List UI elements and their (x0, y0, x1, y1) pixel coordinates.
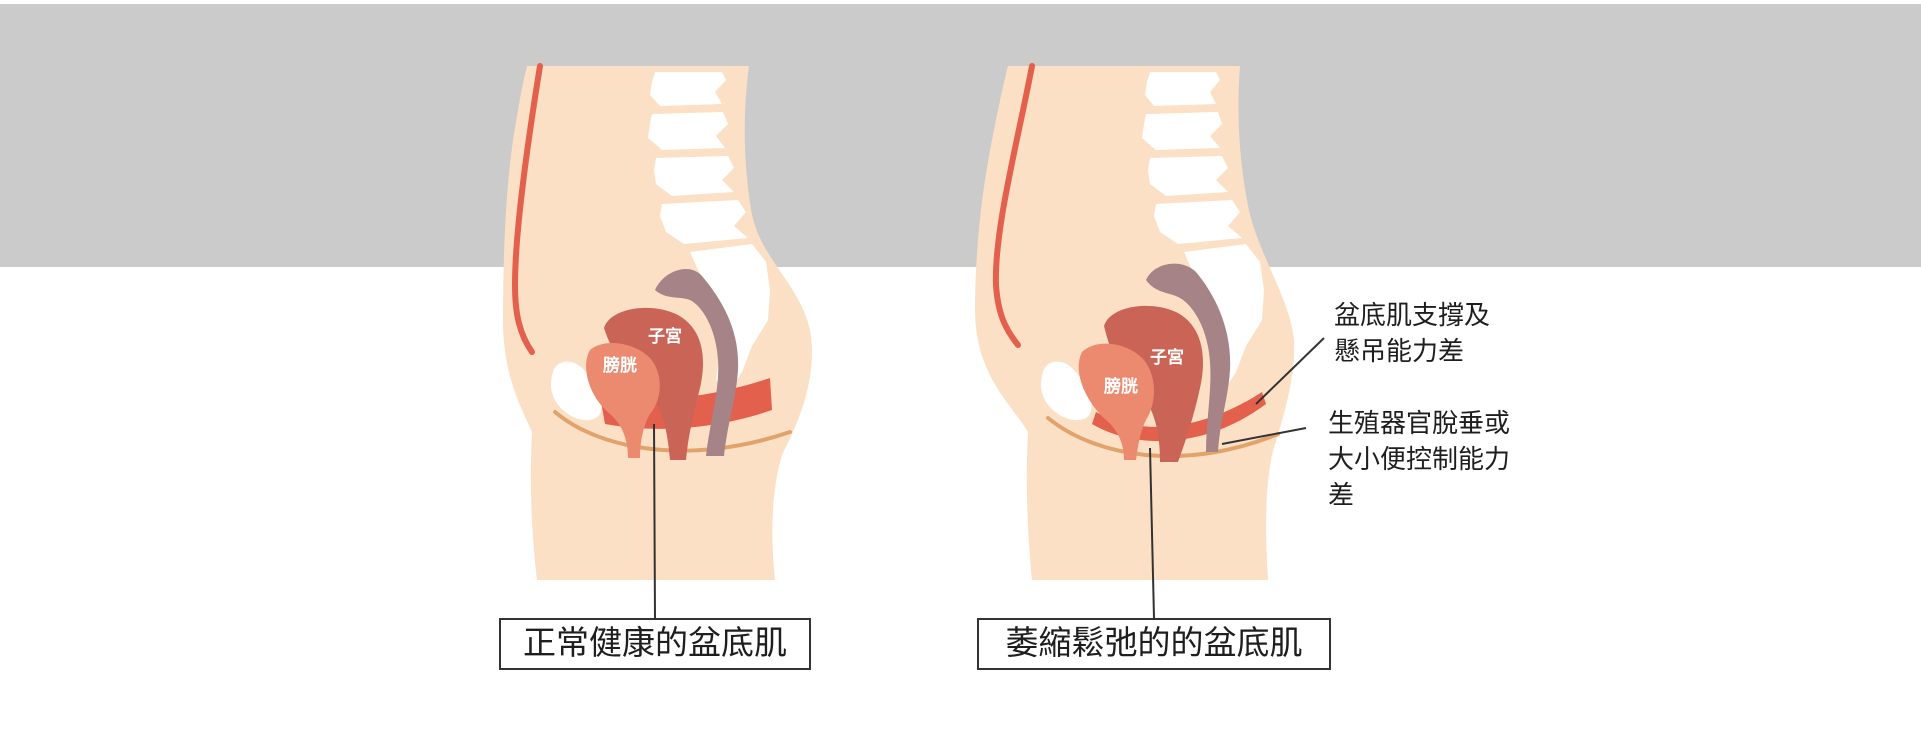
normal-rectum (655, 268, 739, 456)
normal-fascia-line (553, 410, 792, 453)
weak-bladder (1078, 343, 1154, 460)
weak-pubic-bone (1041, 361, 1092, 421)
normal-abdominal-line (511, 63, 543, 355)
weak-pelvis-figure: 子宮 膀胱 (975, 63, 1325, 619)
support-annotation-leader-line (1255, 337, 1325, 405)
weak-abdominal-line (992, 63, 1035, 348)
prolapse-annotation-line-2: 大小便控制能力 (1328, 445, 1511, 475)
weak-bladder-label: 膀胱 (1104, 376, 1138, 397)
weak-caption: 萎縮鬆弛的的盆底肌 (977, 618, 1331, 670)
normal-leader-line (653, 423, 656, 619)
normal-bladder-label: 膀胱 (603, 355, 637, 376)
weak-uterus-label: 子宮 (1150, 347, 1184, 368)
prolapse-annotation-line-3: 差 (1328, 481, 1355, 511)
normal-pelvis-figure: 子宮 膀胱 (503, 63, 812, 619)
normal-bladder (586, 343, 660, 458)
normal-caption: 正常健康的盆底肌 (499, 618, 811, 670)
prolapse-annotation: 生殖器官脫垂或 大小便控制能力 差 (1328, 406, 1510, 514)
weak-rectum (1146, 263, 1231, 452)
background-band (0, 4, 1921, 267)
support-annotation-line-1: 盆底肌支撐及 (1334, 301, 1491, 331)
support-annotation: 盆底肌支撐及 懸吊能力差 (1334, 298, 1490, 370)
weak-caption-leader-line (1149, 447, 1155, 619)
normal-uterus-label: 子宮 (648, 326, 682, 347)
weak-spine (1142, 72, 1264, 394)
prolapse-annotation-leader-line (1221, 427, 1307, 445)
normal-spine (648, 72, 770, 394)
prolapse-annotation-line-1: 生殖器官脫垂或 (1328, 409, 1511, 439)
support-annotation-line-2: 懸吊能力差 (1334, 337, 1465, 367)
normal-caption-text: 正常健康的盆底肌 (523, 623, 787, 662)
weak-caption-text: 萎縮鬆弛的的盆底肌 (1005, 623, 1303, 662)
